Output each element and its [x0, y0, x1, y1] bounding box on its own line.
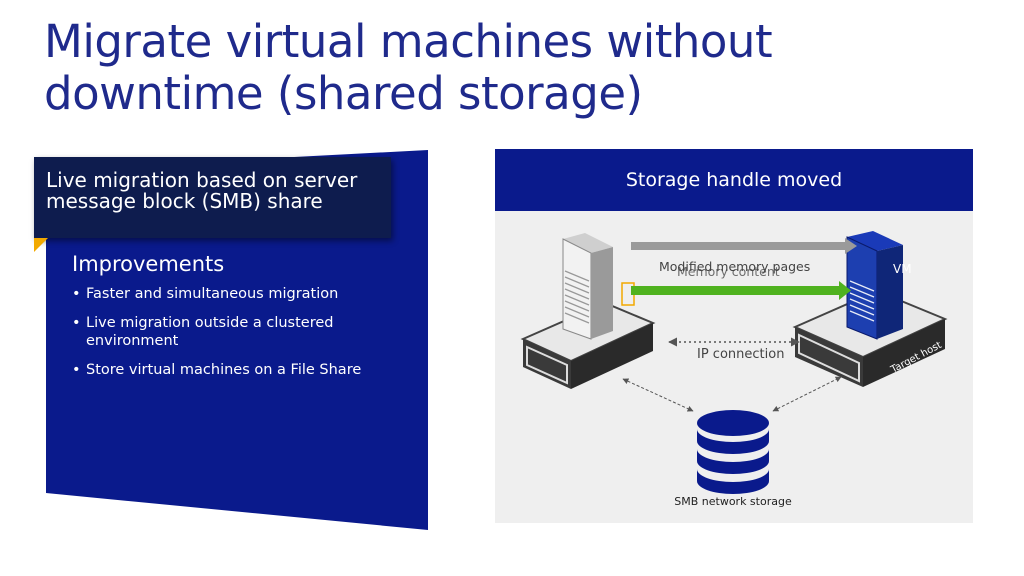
- diagram-canvas: VM Target host Modified memory pages Mem…: [520, 231, 948, 508]
- modified-memory-arrow: [631, 238, 857, 254]
- memory-content-arrow: [631, 281, 851, 300]
- storage-label: SMB network storage: [674, 495, 792, 508]
- header-line-2: message block (SMB) share: [46, 189, 323, 213]
- bullet-list: Faster and simultaneous migration Live m…: [72, 285, 412, 390]
- ip-connection-label: IP connection: [697, 347, 784, 362]
- bullet-item: Live migration outside a clustered envir…: [72, 314, 412, 350]
- slide-title: Migrate virtual machines without downtim…: [44, 16, 844, 120]
- diagram-header: Storage handle moved: [495, 149, 973, 211]
- header-fold: [34, 238, 48, 252]
- bullet-item: Faster and simultaneous migration: [72, 285, 412, 303]
- target-storage-link: [772, 376, 842, 412]
- target-host-icon: VM Target host: [792, 231, 948, 387]
- diagram-panel: Storage handle moved: [495, 149, 973, 523]
- title-line-2: downtime (shared storage): [44, 67, 643, 120]
- source-storage-link: [622, 378, 694, 412]
- vm-label: VM: [893, 262, 912, 276]
- bullet-item: Store virtual machines on a File Share: [72, 361, 412, 379]
- header-line-1: Live migration based on server: [46, 168, 358, 192]
- title-line-1: Migrate virtual machines without: [44, 15, 773, 68]
- source-host-icon: [520, 233, 656, 389]
- database-icon: [697, 410, 769, 494]
- modified-memory-label: Modified memory pages: [659, 259, 810, 274]
- section-title: Improvements: [72, 252, 225, 276]
- memory-content-label: Memory content: [677, 264, 780, 279]
- header-card: Live migration based on server message b…: [34, 157, 391, 238]
